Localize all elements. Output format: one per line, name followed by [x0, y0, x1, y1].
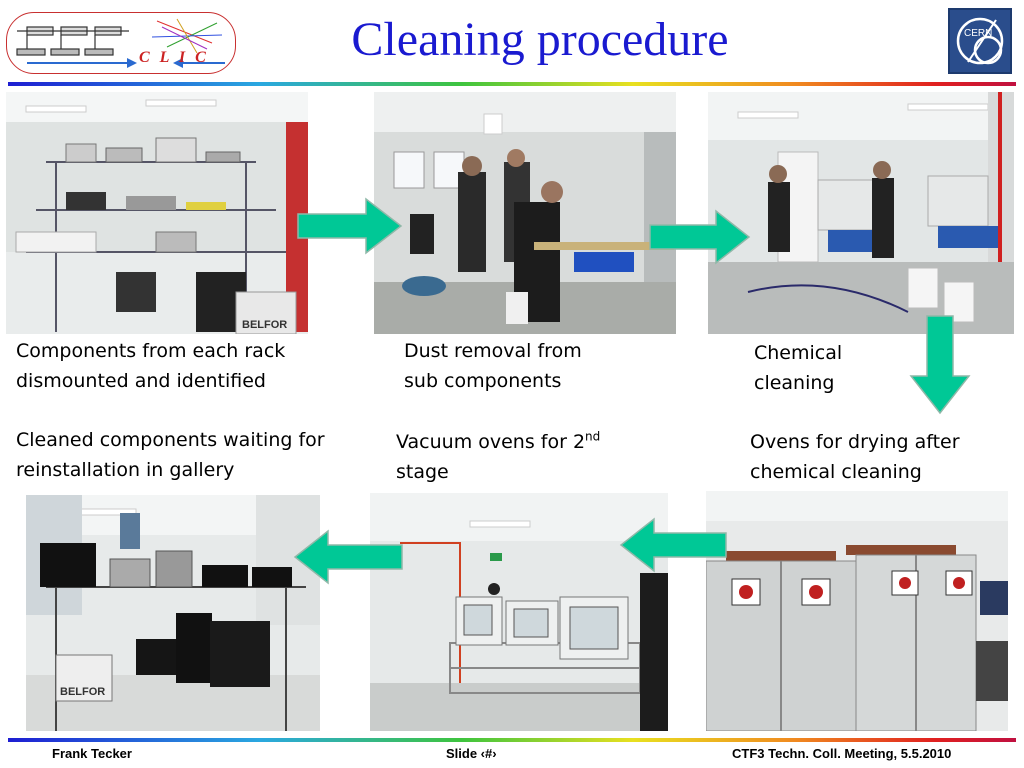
caption-drying-ovens: Ovens for drying after chemical cleaning: [750, 431, 960, 483]
caption-components-dismounted: Components from each rack dismounted and…: [16, 340, 286, 392]
photo-chemical-cleaning: [708, 92, 1014, 334]
photo-belfor-label-2: BELFOR: [60, 686, 105, 698]
caption-vacuum-ovens: Vacuum ovens for 2nd stage: [396, 427, 646, 487]
clic-logo-text: C L I C: [139, 49, 209, 66]
photo-vacuum-ovens: [370, 493, 668, 731]
slide-title: Cleaning procedure: [351, 13, 729, 66]
caption-vacuum-ovens-text: Vacuum ovens for 2: [396, 431, 586, 453]
photo-cleaned-components: BELFOR: [26, 495, 320, 731]
footer-slide-number: Slide ‹#›: [446, 746, 497, 761]
photo-dust-removal: [374, 92, 676, 334]
clic-logo-graphic: [16, 18, 225, 68]
arrow-right-1: [297, 197, 403, 255]
arrow-right-2: [649, 209, 751, 265]
caption-vacuum-ovens-sup: nd: [585, 429, 601, 444]
footer-meeting: CTF3 Techn. Coll. Meeting, 5.5.2010: [732, 746, 952, 761]
caption-dust-removal: Dust removal from sub components: [404, 340, 582, 392]
cern-logo-graphic: CERN: [956, 17, 1004, 65]
clic-logo: C L I C: [6, 12, 236, 74]
photo-drying-ovens: [706, 491, 1008, 731]
caption-vacuum-ovens-tail: stage: [396, 461, 449, 483]
footer-author: Frank Tecker: [52, 746, 132, 761]
cern-logo: CERN: [948, 8, 1012, 74]
header-divider: [8, 82, 1016, 86]
arrow-left-1: [619, 517, 727, 573]
caption-cleaned-components: Cleaned components waiting for reinstall…: [16, 429, 325, 481]
footer-divider: [8, 738, 1016, 742]
cern-logo-text: CERN: [964, 28, 992, 39]
arrow-down: [909, 315, 971, 415]
photo-racks-dismounted: BELFOR: [6, 92, 308, 334]
arrow-left-2: [293, 529, 403, 585]
photo-belfor-label: BELFOR: [242, 319, 287, 331]
caption-chemical-cleaning: Chemical cleaning: [754, 342, 843, 394]
